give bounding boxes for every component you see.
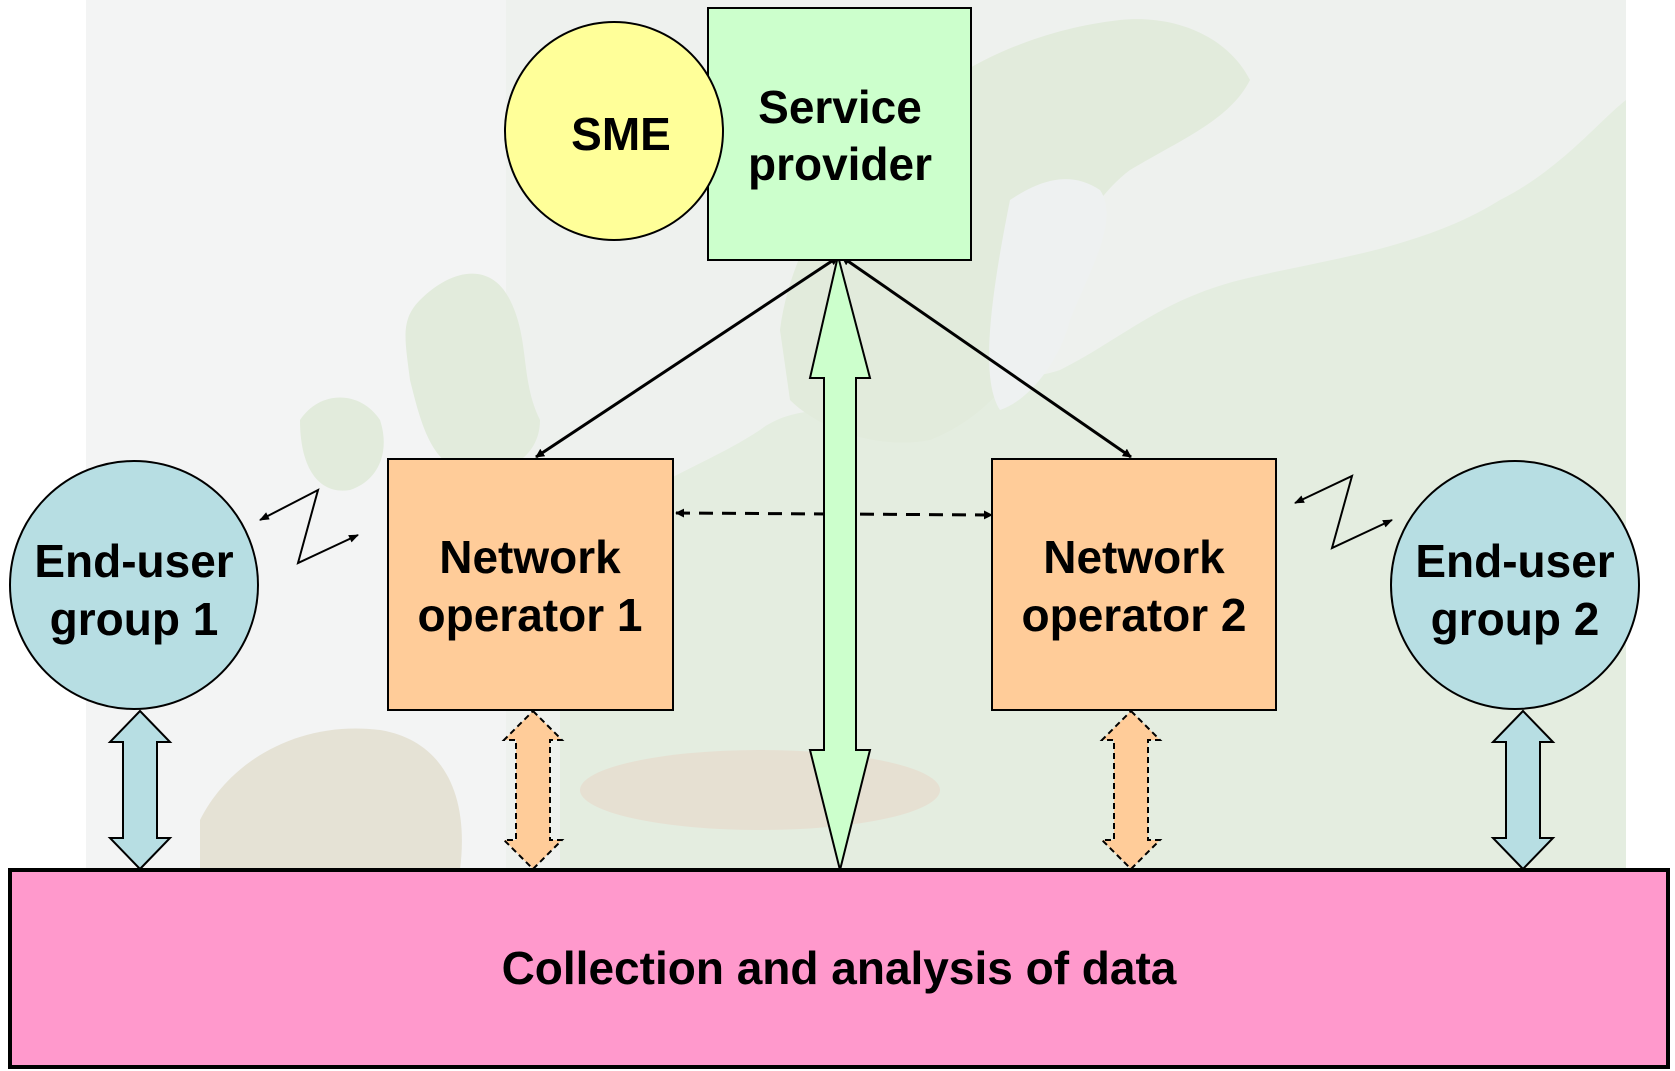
link-operator-1-operator-2	[675, 508, 993, 520]
data-flow-arrow-service-provider	[808, 255, 872, 871]
network-operator-2-box	[991, 458, 1277, 711]
service-provider-box	[707, 7, 972, 261]
link-provider-operator-1	[535, 255, 839, 459]
end-user-group-2-label-line-2: group 2	[1431, 593, 1600, 645]
end-user-group-2-circle	[1390, 460, 1640, 710]
network-operator-2-label-line-1: Network	[1043, 531, 1225, 583]
end-user-group-2-label-line-1: End-user	[1415, 535, 1614, 587]
sme-circle	[504, 21, 724, 241]
network-operator-1-label-line-2: operator 1	[418, 589, 643, 641]
data-collection-bar	[8, 868, 1670, 1069]
data-flow-arrow-end-user-1	[107, 709, 173, 871]
network-operator-1-box	[387, 458, 674, 711]
service-provider-label-line-2: provider	[748, 138, 932, 190]
end-user-group-1-circle	[9, 460, 259, 710]
data-flow-arrow-end-user-2	[1490, 709, 1556, 871]
wireless-link-group-2	[1294, 474, 1393, 550]
wireless-link-group-1	[259, 488, 359, 565]
end-user-group-1-label-line-1: End-user	[34, 535, 233, 587]
network-operator-1-label-line-1: Network	[439, 531, 621, 583]
service-provider-label-line-1: Service	[758, 81, 922, 133]
data-collection-label: Collection and analysis of data	[502, 942, 1177, 994]
end-user-group-1-label-line-2: group 1	[50, 593, 219, 645]
data-flow-arrow-operator-2	[1099, 709, 1163, 871]
network-operator-2-label-line-2: operator 2	[1022, 589, 1247, 641]
sme-label: SME	[571, 108, 671, 160]
link-provider-operator-2	[841, 255, 1132, 459]
data-flow-arrow-operator-1	[501, 709, 565, 871]
